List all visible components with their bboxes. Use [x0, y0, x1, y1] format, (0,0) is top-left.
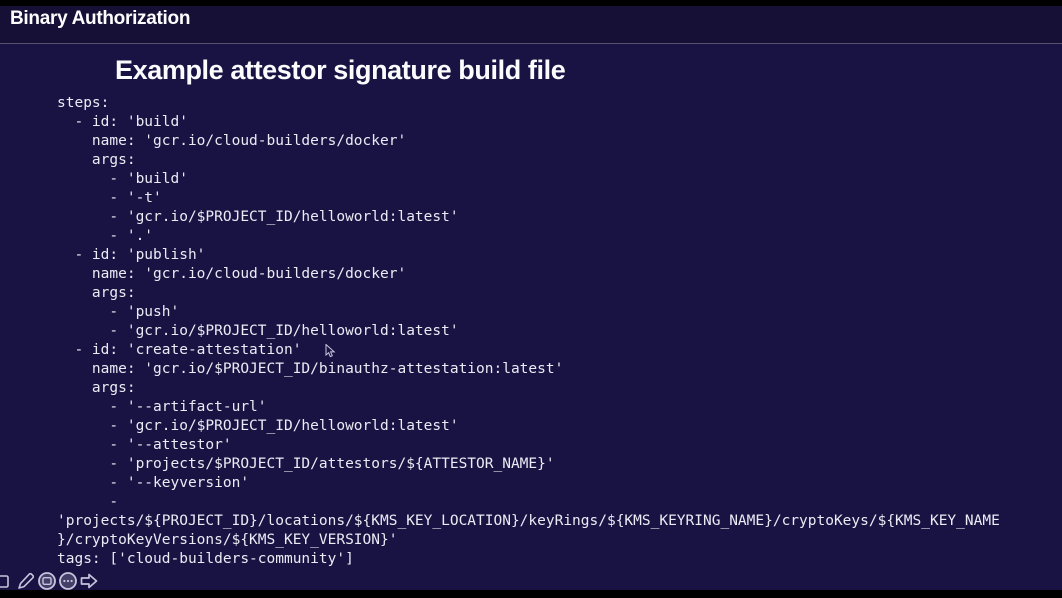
next-arrow-icon[interactable] — [79, 571, 99, 591]
header-divider — [0, 43, 1062, 44]
stamp-icon[interactable] — [37, 571, 57, 591]
annotation-toolbar — [0, 570, 99, 592]
top-letterbox-bar — [0, 0, 1062, 6]
bottom-letterbox-bar — [0, 590, 1062, 598]
slide-header-band — [0, 6, 1062, 43]
mouse-cursor-icon — [325, 344, 336, 358]
build-file-code: steps: - id: 'build' name: 'gcr.io/cloud… — [57, 95, 1000, 567]
shape-icon[interactable] — [0, 571, 15, 591]
more-options-icon[interactable] — [58, 571, 78, 591]
pencil-icon[interactable] — [16, 571, 36, 591]
slide-heading: Example attestor signature build file — [115, 55, 566, 85]
page-title: Binary Authorization — [10, 8, 191, 29]
